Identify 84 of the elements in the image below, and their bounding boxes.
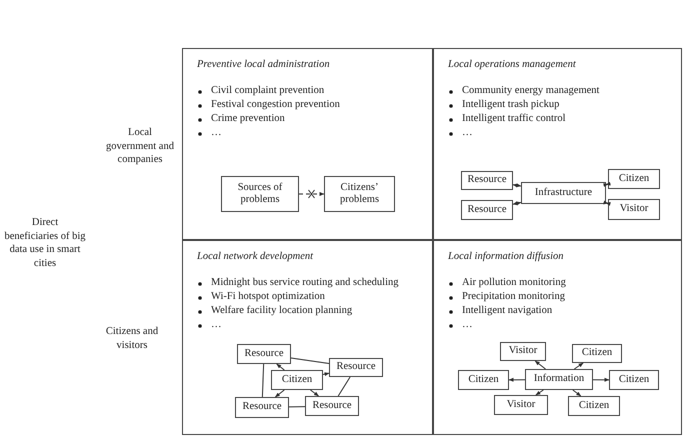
- entity-box: [500, 342, 546, 361]
- bullet-item: Intelligent navigation: [462, 305, 552, 316]
- arrow: [512, 183, 522, 188]
- box-text: Information: [534, 373, 584, 386]
- arrow: [535, 390, 544, 396]
- bullet-item: …: [462, 319, 472, 330]
- entity-box: [305, 396, 359, 416]
- entity-box: [525, 369, 593, 390]
- arrow: [572, 390, 582, 396]
- arrow: [603, 182, 611, 187]
- entity-box: [609, 370, 659, 390]
- panel-heading: Local information diffusion: [448, 251, 564, 262]
- bullet-item: Intelligent trash pickup: [462, 99, 560, 110]
- bullet-item: …: [211, 127, 222, 138]
- entity-box: [608, 169, 660, 189]
- entity-box: [271, 370, 323, 390]
- box-text: Visitor: [506, 398, 536, 412]
- entity-box: [521, 182, 606, 204]
- connector-line: [338, 376, 351, 396]
- connector-line: [262, 364, 264, 398]
- box-text: Citizen: [468, 374, 499, 386]
- box-text: Citizen: [618, 172, 650, 186]
- bullet-item: Welfare facility location planning: [211, 305, 352, 316]
- box-text: Visitor: [620, 203, 648, 216]
- arrow: [276, 364, 285, 370]
- box-text: Citizen: [578, 400, 610, 412]
- quadrant-panel: [182, 240, 433, 435]
- bullet-item: Midnight bus service routing and scheduling: [211, 277, 399, 288]
- panel-heading: Preventive local administration: [197, 59, 330, 70]
- row-label: Direct beneficiaries of big data use in smart cities: [4, 216, 86, 271]
- arrow: [298, 192, 324, 196]
- arrow: [310, 390, 320, 396]
- entity-box: [329, 358, 383, 377]
- box-text: Visitor: [508, 345, 538, 358]
- box-text: Citizen: [582, 347, 612, 360]
- bullet-item: Crime prevention: [211, 113, 285, 124]
- entity-box: [494, 395, 548, 415]
- bullet-item: Intelligent traffic control: [462, 113, 566, 124]
- row-label: Local government and companies: [105, 126, 175, 167]
- connector-line: [288, 406, 306, 408]
- entity-box: [461, 171, 513, 190]
- box-text: Citizens’ problems: [338, 182, 380, 206]
- bullet-item: Festival congestion prevention: [211, 99, 340, 110]
- entity-box: [237, 344, 291, 364]
- panel-heading: Local operations management: [448, 59, 576, 70]
- entity-box: [461, 200, 513, 220]
- entity-box: [568, 396, 620, 416]
- row-label: Citizens and visitors: [104, 325, 160, 352]
- arrow: [592, 378, 610, 382]
- box-text: Infrastructure: [534, 186, 592, 200]
- bullet-item: Civil complaint prevention: [211, 85, 324, 96]
- entity-box: [572, 344, 622, 363]
- entity-box: [458, 370, 509, 390]
- bullet-item: …: [462, 127, 472, 138]
- bullet-item: Wi-Fi hotspot optimization: [211, 291, 325, 302]
- box-text: Citizen: [618, 374, 650, 386]
- box-text: Sources of problems: [236, 182, 284, 206]
- arrow: [534, 360, 546, 370]
- arrow: [322, 372, 330, 376]
- entity-box: [608, 199, 660, 220]
- arrow: [512, 201, 522, 206]
- bullet-item: Air pollution monitoring: [462, 277, 566, 288]
- arrow: [508, 378, 526, 382]
- connector-line: [290, 357, 330, 364]
- box-text: Resource: [336, 361, 376, 374]
- bullet-item: Community energy management: [462, 85, 600, 96]
- box-text: Resource: [242, 401, 282, 414]
- entity-box: [235, 397, 289, 418]
- box-text: Resource: [312, 400, 352, 412]
- box-text: Resource: [467, 204, 507, 216]
- quadrant-panel: [182, 48, 433, 240]
- box-text: Resource: [244, 348, 284, 360]
- arrow: [274, 390, 285, 398]
- bullet-item: …: [211, 319, 222, 330]
- entity-box: [324, 176, 395, 212]
- quadrant-panel: [433, 48, 682, 240]
- arrow: [603, 200, 611, 206]
- box-text: Citizen: [282, 374, 312, 386]
- entity-box: [221, 176, 299, 212]
- box-text: Resource: [467, 174, 507, 187]
- bullet-item: Precipitation monitoring: [462, 291, 565, 302]
- quadrant-panel: [433, 240, 682, 435]
- arrow: [574, 362, 584, 370]
- panel-heading: Local network development: [197, 251, 314, 262]
